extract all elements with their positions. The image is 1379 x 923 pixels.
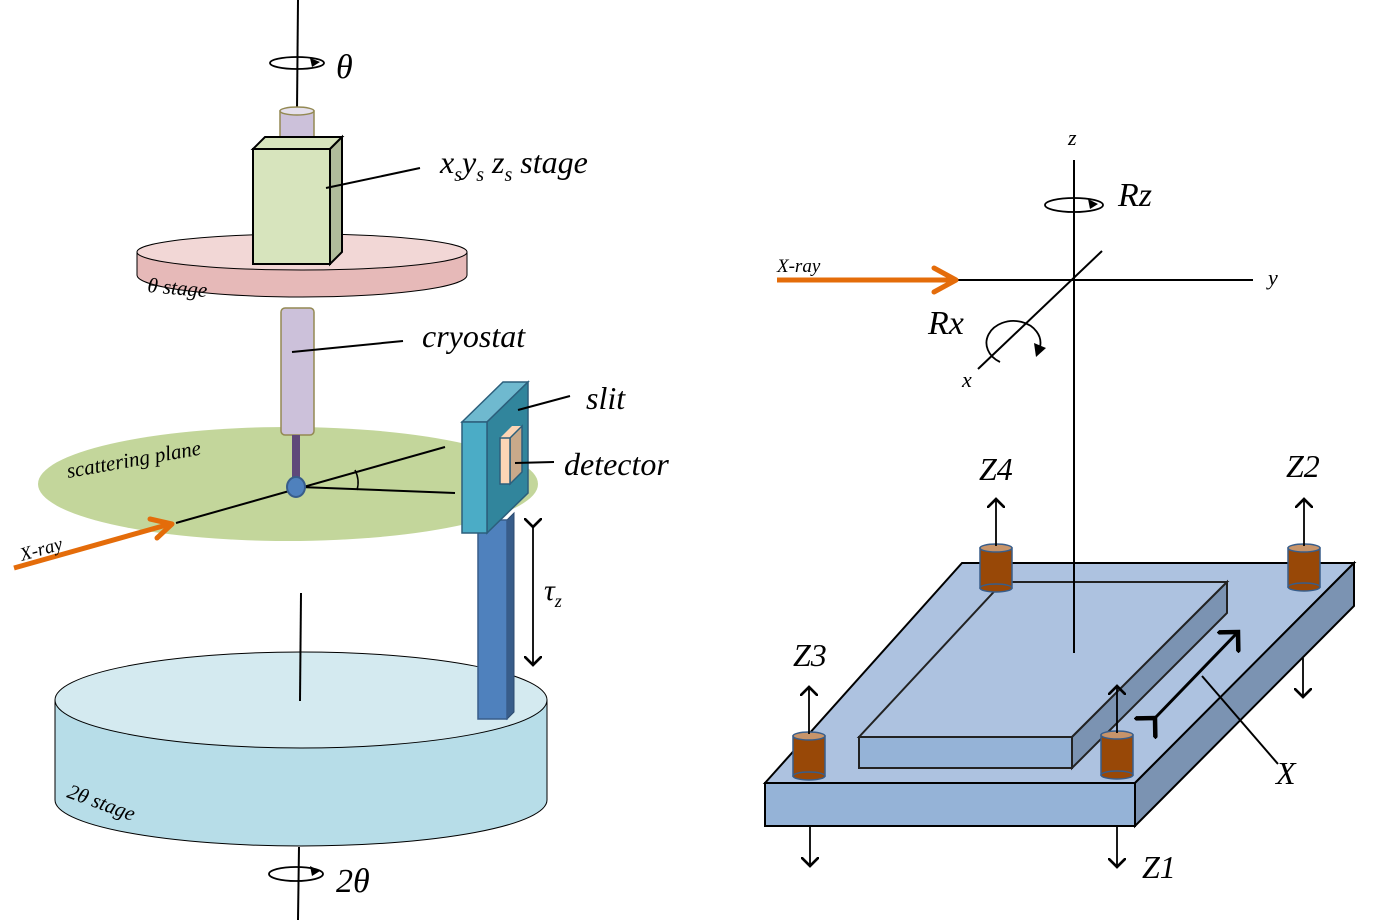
slit-label: slit	[586, 380, 626, 416]
rx-label: Rx	[927, 305, 964, 342]
two-theta-rotation-icon	[268, 866, 324, 882]
sample	[286, 476, 306, 498]
two-theta-axis-lower	[297, 846, 300, 921]
x-translation-leader	[1201, 675, 1279, 765]
xray-arrowhead-icon	[147, 516, 175, 541]
detector	[499, 424, 523, 486]
actuator-z1	[1100, 730, 1134, 780]
z1-label: Z1	[1142, 849, 1176, 885]
cryostat-label: cryostat	[422, 318, 526, 354]
z-axis-label: z	[1067, 125, 1077, 150]
rz-rotation-icon	[1044, 197, 1104, 213]
rx-rotation-icon	[985, 320, 1046, 363]
tau-z-label: τz	[544, 574, 562, 611]
actuator-z3	[792, 731, 826, 781]
actuator-z4	[979, 543, 1013, 593]
cryostat-leader	[291, 340, 404, 353]
xray-arrowhead-right-icon	[931, 265, 959, 295]
beam-line	[175, 446, 446, 524]
theta-stage-label: θ stage	[147, 273, 209, 302]
rz-label: Rz	[1117, 177, 1152, 214]
x-translation-label: X	[1274, 755, 1297, 791]
z4-label: Z4	[979, 451, 1013, 487]
x-axis-line	[977, 250, 1103, 370]
z3-label: Z3	[793, 637, 827, 673]
two-theta-axis-label: 2θ	[336, 863, 370, 900]
two-theta-axis-upper	[299, 592, 302, 702]
cryostat	[280, 307, 315, 436]
z2-label: Z2	[1286, 448, 1320, 484]
slit-leader	[517, 395, 571, 411]
xray-label-right: X-ray	[776, 256, 821, 277]
scattering-angle-arc	[354, 469, 359, 491]
x-translation-arrow	[1155, 632, 1238, 718]
theta-rotation-icon	[269, 56, 325, 70]
sample-rod	[292, 435, 300, 482]
xyz-stage-leader	[325, 167, 421, 189]
right-stage-diagram: z y x Rz Rx X-ray	[762, 125, 1357, 885]
x-axis-label: x	[961, 367, 972, 392]
detector-label: detector	[564, 446, 669, 482]
detector-arm	[477, 511, 515, 721]
xray-beam-arrow	[13, 521, 171, 571]
y-axis-label: y	[1266, 265, 1278, 290]
scattered-beam-line	[299, 486, 456, 494]
xyz-stage-box	[250, 134, 345, 267]
actuator-z2	[1287, 543, 1321, 592]
theta-axis-label: θ	[336, 49, 353, 86]
theta-axis-line	[296, 0, 299, 111]
detector-leader	[514, 461, 555, 464]
